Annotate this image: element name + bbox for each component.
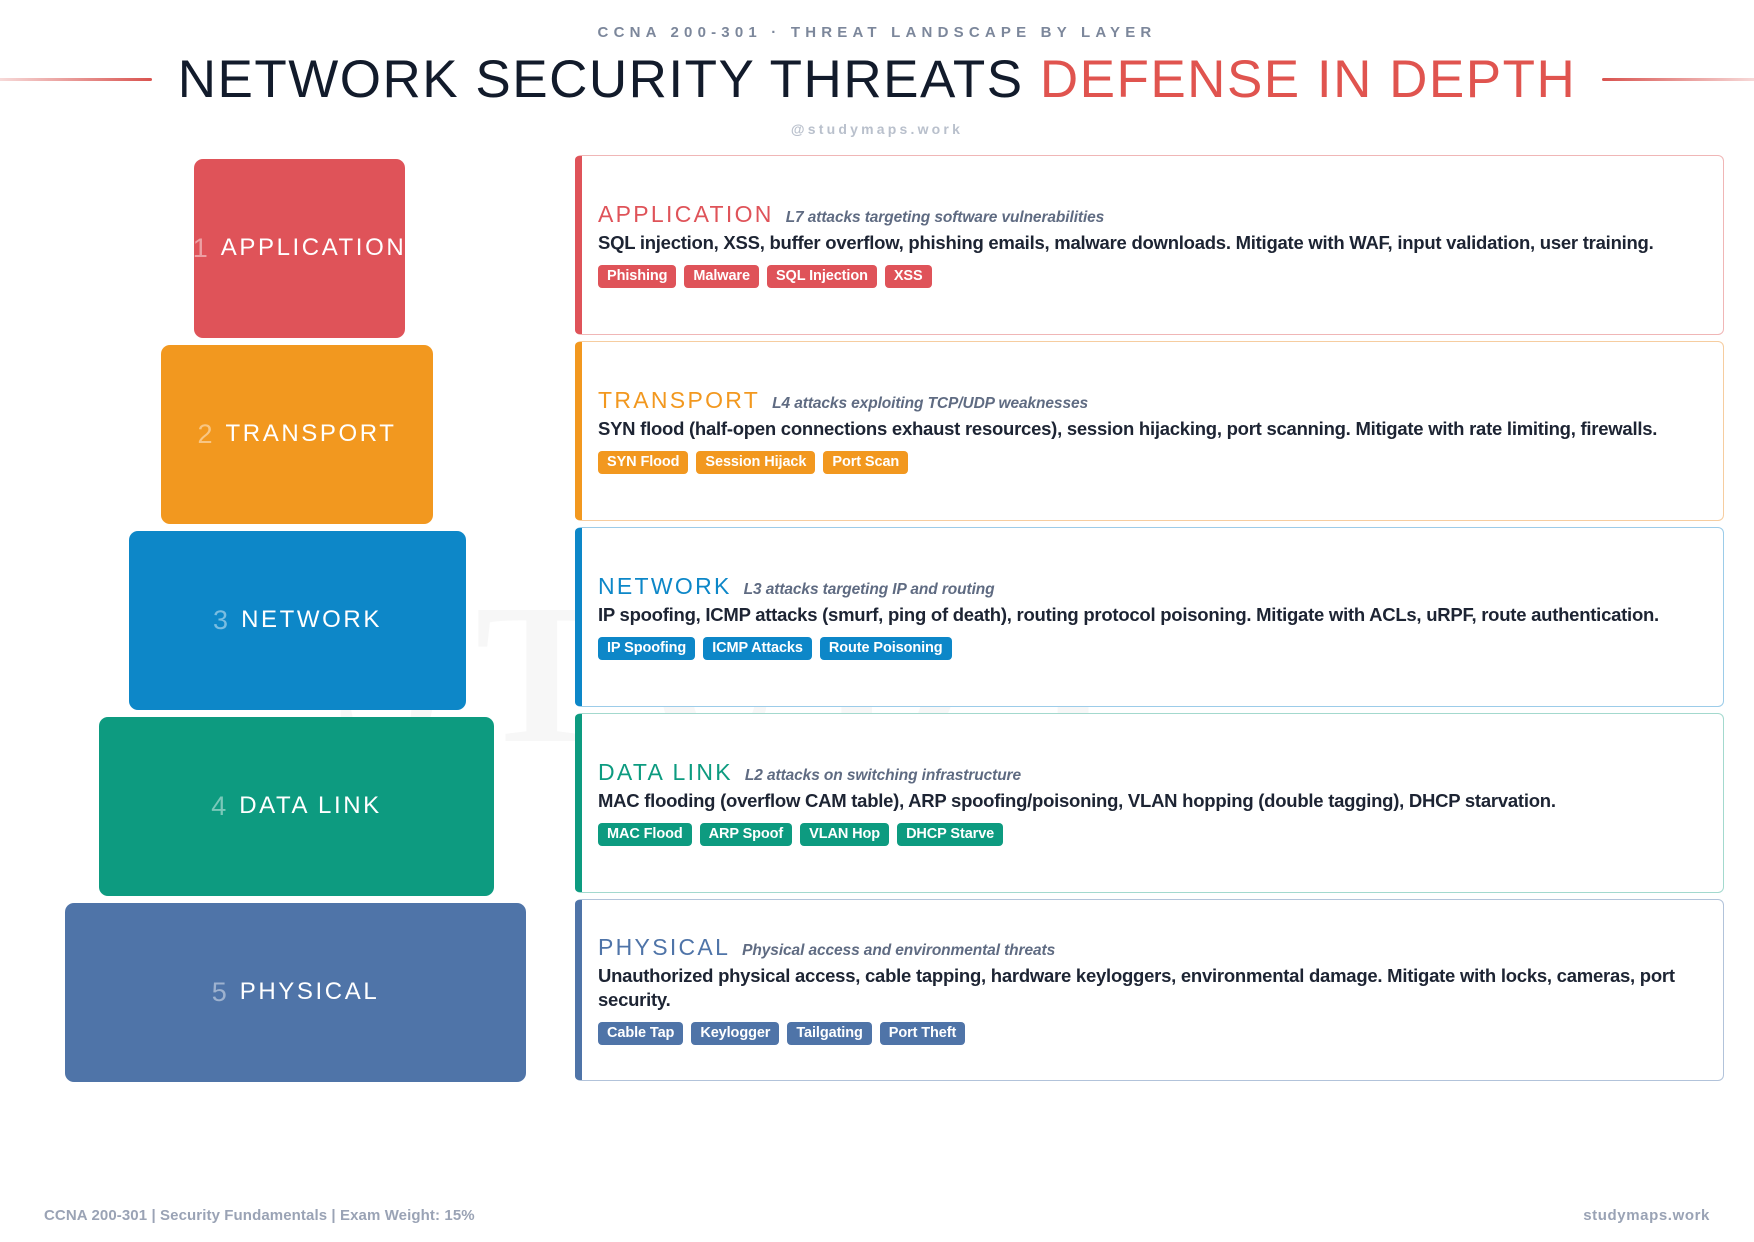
footer-exam-info: CCNA 200-301 | Security Fundamentals | E… <box>44 1207 475 1224</box>
card-heading-row: NETWORK L3 attacks targeting IP and routi… <box>598 573 1703 600</box>
pyramid-block-application[interactable]: 1 APPLICATION <box>192 158 407 338</box>
header-handle: @studymaps.work <box>790 120 964 137</box>
pyramid-block-number: 5 <box>211 976 227 1007</box>
pyramid-block-transport[interactable]: 2 TRANSPORT <box>161 344 433 524</box>
card-body: APPLICATION L7 attacks targeting software… <box>582 156 1723 334</box>
pyramid-block-number: 1 <box>192 232 208 263</box>
threat-tag[interactable]: Malware <box>684 264 759 288</box>
card-title: PHYSICAL <box>598 934 731 961</box>
threat-tag[interactable]: Tailgating <box>787 1021 872 1045</box>
card-description: Unauthorized physical access, cable tapp… <box>598 965 1675 1011</box>
pyramid-block-label: APPLICATION <box>220 234 407 262</box>
card-description: SQL injection, XSS, buffer overflow, phi… <box>598 232 1654 254</box>
card-accent-bar <box>575 527 582 706</box>
threat-tag[interactable]: Route Poisoning <box>819 636 952 660</box>
main-content: 1 APPLICATION 2 TRANSPORT 3 NETWORK 4 DATA LINK… <box>0 154 1754 1095</box>
card-subtitle: L7 attacks targeting software vulnerabil… <box>785 209 1105 227</box>
threat-card-physical[interactable]: PHYSICAL Physical access and environmenta… <box>575 898 1724 1081</box>
page-header: CCNA 200-301 · THREAT LANDSCAPE BY LAYER… <box>0 0 1754 137</box>
threat-tag[interactable]: VLAN Hop <box>800 822 890 846</box>
card-heading-row: DATA LINK L2 attacks on switching infrast… <box>598 759 1703 786</box>
pyramid-block-number: 3 <box>213 604 229 635</box>
card-heading-row: APPLICATION L7 attacks targeting software… <box>598 201 1703 228</box>
card-subtitle: L2 attacks on switching infrastructure <box>744 767 1022 785</box>
pyramid-block-label: NETWORK <box>241 606 382 634</box>
threat-card-network[interactable]: NETWORK L3 attacks targeting IP and routi… <box>575 526 1724 707</box>
card-description: MAC flooding (overflow CAM table), ARP s… <box>598 790 1556 812</box>
pyramid-block-label: PHYSICAL <box>239 978 380 1006</box>
footer-brand: studymaps.work <box>1583 1207 1710 1224</box>
threat-card-application[interactable]: APPLICATION L7 attacks targeting software… <box>575 154 1724 335</box>
card-subtitle: Physical access and environmental threat… <box>742 942 1056 960</box>
card-description: IP spoofing, ICMP attacks (smurf, ping o… <box>598 604 1659 626</box>
card-title: APPLICATION <box>598 201 774 228</box>
threat-tag[interactable]: IP Spoofing <box>598 636 696 660</box>
card-body: DATA LINK L2 attacks on switching infrast… <box>582 714 1723 892</box>
threat-tag[interactable]: Port Scan <box>823 450 909 474</box>
header-kicker: CCNA 200-301 · THREAT LANDSCAPE BY LAYER <box>597 24 1157 41</box>
threat-tag[interactable]: Port Theft <box>879 1021 966 1045</box>
card-body: TRANSPORT L4 attacks exploiting TCP/UDP w… <box>582 342 1723 520</box>
card-accent-bar <box>575 713 582 892</box>
pyramid-block-label: TRANSPORT <box>225 420 397 448</box>
page-title-primary: NETWORK SECURITY THREATS <box>177 50 1024 109</box>
pyramid-block-number: 2 <box>197 418 213 449</box>
threat-tag[interactable]: Keylogger <box>691 1021 780 1045</box>
threat-tag[interactable]: Cable Tap <box>598 1021 684 1045</box>
pyramid-block-label: DATA LINK <box>239 792 382 820</box>
page-title: NETWORK SECURITY THREATS DEFENSE IN DEPT… <box>178 52 1576 108</box>
threat-tag[interactable]: SYN Flood <box>598 450 689 474</box>
pyramid-block-data-link[interactable]: 4 DATA LINK <box>99 716 494 896</box>
title-rule-left <box>0 78 152 82</box>
threat-tag[interactable]: Session Hijack <box>696 450 816 474</box>
card-body: PHYSICAL Physical access and environmenta… <box>582 900 1723 1080</box>
card-tag-row: MAC Flood ARP Spoof VLAN Hop DHCP Starve <box>598 822 1703 846</box>
threat-card-transport[interactable]: TRANSPORT L4 attacks exploiting TCP/UDP w… <box>575 340 1724 521</box>
card-heading-row: PHYSICAL Physical access and environmenta… <box>598 934 1703 961</box>
threat-tag[interactable]: MAC Flood <box>598 822 692 846</box>
card-title: NETWORK <box>598 573 732 600</box>
card-title: TRANSPORT <box>598 387 761 414</box>
card-tag-row: SYN Flood Session Hijack Port Scan <box>598 450 1703 474</box>
card-tag-row: IP Spoofing ICMP Attacks Route Poisoning <box>598 636 1703 660</box>
card-tag-row: Phishing Malware SQL Injection XSS <box>598 264 1703 288</box>
threat-tag[interactable]: SQL Injection <box>766 264 877 288</box>
title-row: NETWORK SECURITY THREATS DEFENSE IN DEPT… <box>0 52 1754 108</box>
pyramid-block-physical[interactable]: 5 PHYSICAL <box>65 902 526 1082</box>
page-footer: CCNA 200-301 | Security Fundamentals | E… <box>0 1207 1754 1224</box>
pyramid-block-number: 4 <box>211 790 227 821</box>
card-tag-row: Cable Tap Keylogger Tailgating Port Theft <box>598 1021 1703 1045</box>
card-description: SYN flood (half-open connections exhaust… <box>598 418 1658 440</box>
card-accent-bar <box>575 341 582 520</box>
threat-tag[interactable]: DHCP Starve <box>897 822 1004 846</box>
threat-tag[interactable]: ICMP Attacks <box>703 636 812 660</box>
card-title: DATA LINK <box>598 759 733 786</box>
layer-pyramid: 1 APPLICATION 2 TRANSPORT 3 NETWORK 4 DATA LINK… <box>0 155 575 1095</box>
card-body: NETWORK L3 attacks targeting IP and routi… <box>582 528 1723 706</box>
title-rule-right <box>1602 78 1754 82</box>
card-subtitle: L3 attacks targeting IP and routing <box>743 581 995 599</box>
page-title-accent: DEFENSE IN DEPTH <box>1039 50 1577 109</box>
card-heading-row: TRANSPORT L4 attacks exploiting TCP/UDP w… <box>598 387 1703 414</box>
threat-card-list: APPLICATION L7 attacks targeting software… <box>575 154 1724 1095</box>
threat-tag[interactable]: ARP Spoof <box>699 822 793 846</box>
threat-card-data-link[interactable]: DATA LINK L2 attacks on switching infrast… <box>575 712 1724 893</box>
card-subtitle: L4 attacks exploiting TCP/UDP weaknesses <box>772 395 1089 413</box>
card-accent-bar <box>575 155 582 334</box>
pyramid-block-network[interactable]: 3 NETWORK <box>129 530 466 710</box>
card-accent-bar <box>575 899 582 1080</box>
threat-tag[interactable]: XSS <box>884 264 932 288</box>
threat-tag[interactable]: Phishing <box>598 264 677 288</box>
